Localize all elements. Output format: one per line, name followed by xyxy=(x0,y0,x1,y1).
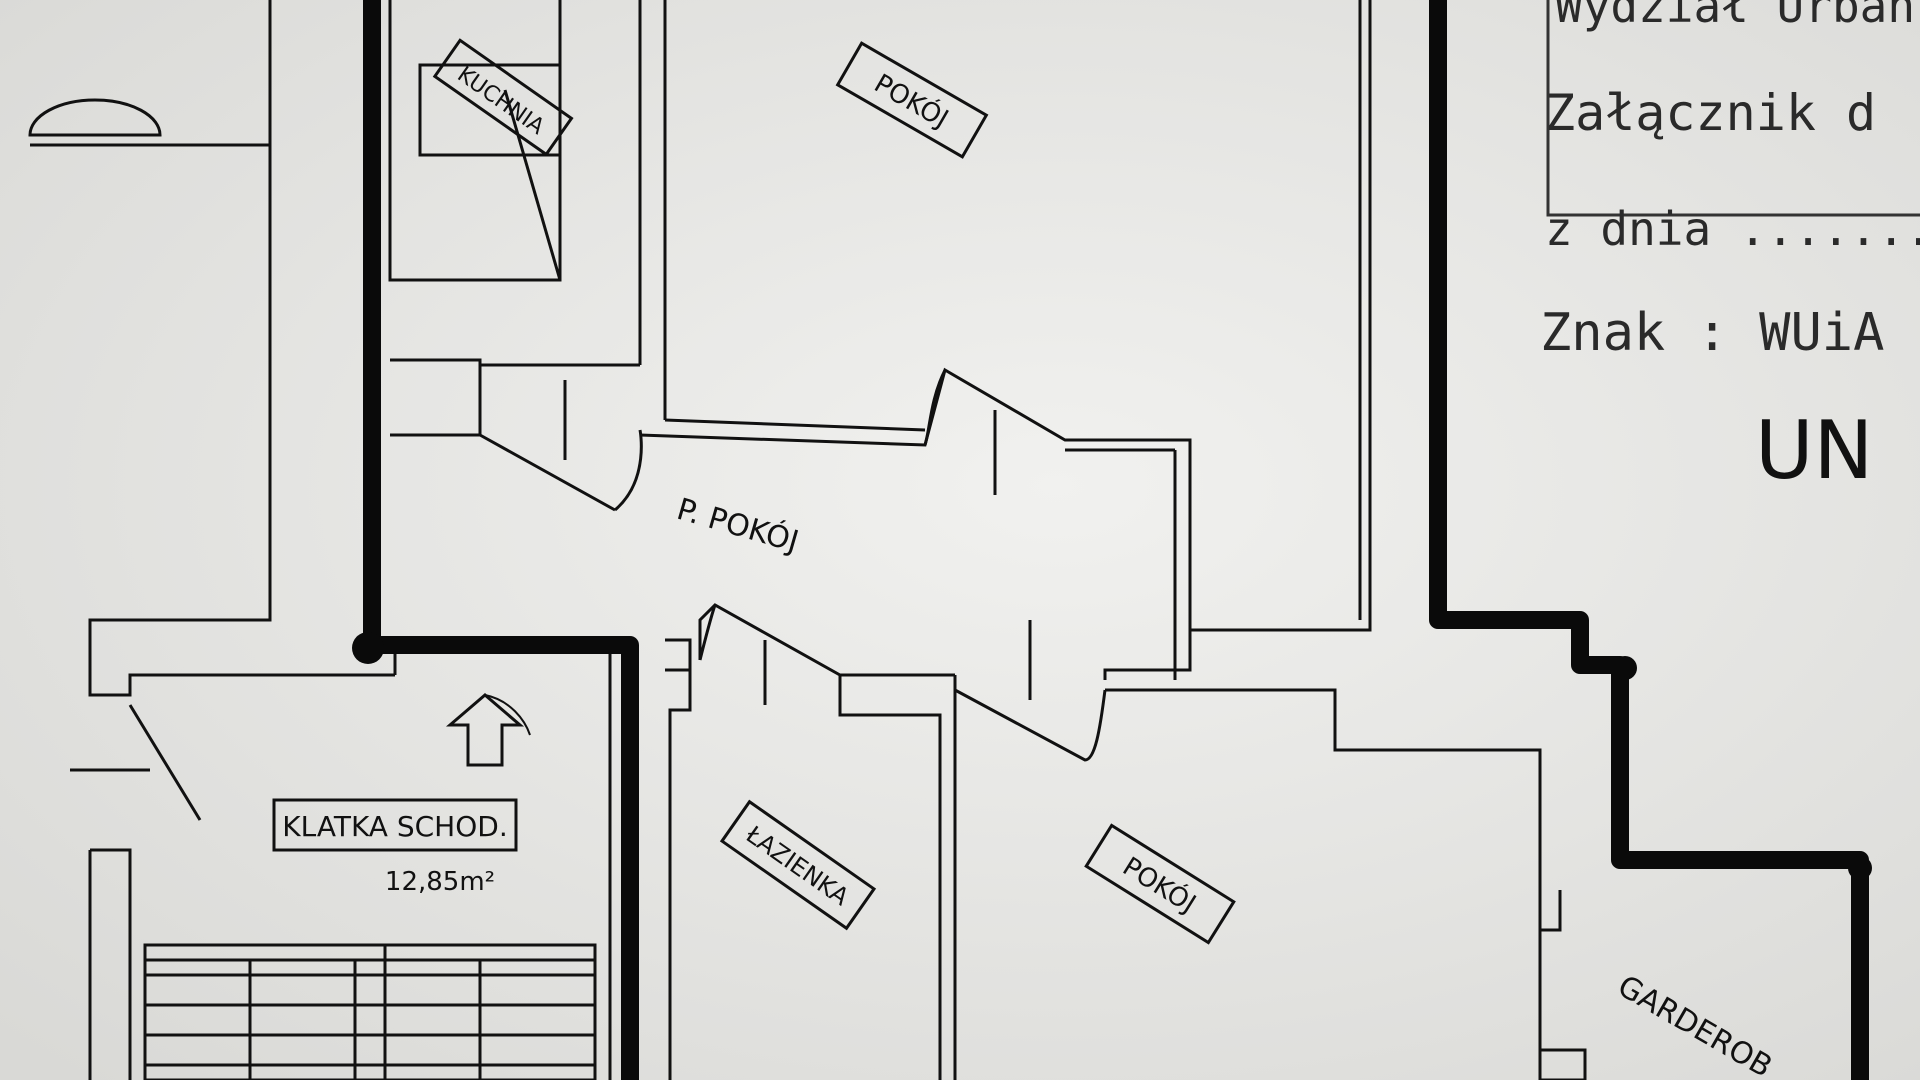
stamp-line2: Załącznik d xyxy=(1545,84,1876,142)
thin-walls xyxy=(28,0,1587,1080)
stamp-line4: Znak : WUiA xyxy=(1540,303,1884,363)
stamp-line1: Wydział Urban xyxy=(1555,0,1915,33)
entrance-arrow-icon xyxy=(445,693,525,767)
label-klatka-box xyxy=(272,798,518,852)
label-klatka-text: KLATKA SCHOD. xyxy=(282,810,508,843)
label-klatka-area: 12,85m² xyxy=(385,867,495,897)
thick-walls xyxy=(363,0,1869,1080)
stamp-line3: z dnia ....... xyxy=(1545,202,1920,256)
stamp-handwritten: UN xyxy=(1755,404,1873,497)
thick-wall-junctions xyxy=(352,632,1872,880)
entrance-door-swing xyxy=(484,694,531,736)
approval-stamp: Wydział Urban Załącznik d z dnia .......… xyxy=(1540,0,1920,497)
